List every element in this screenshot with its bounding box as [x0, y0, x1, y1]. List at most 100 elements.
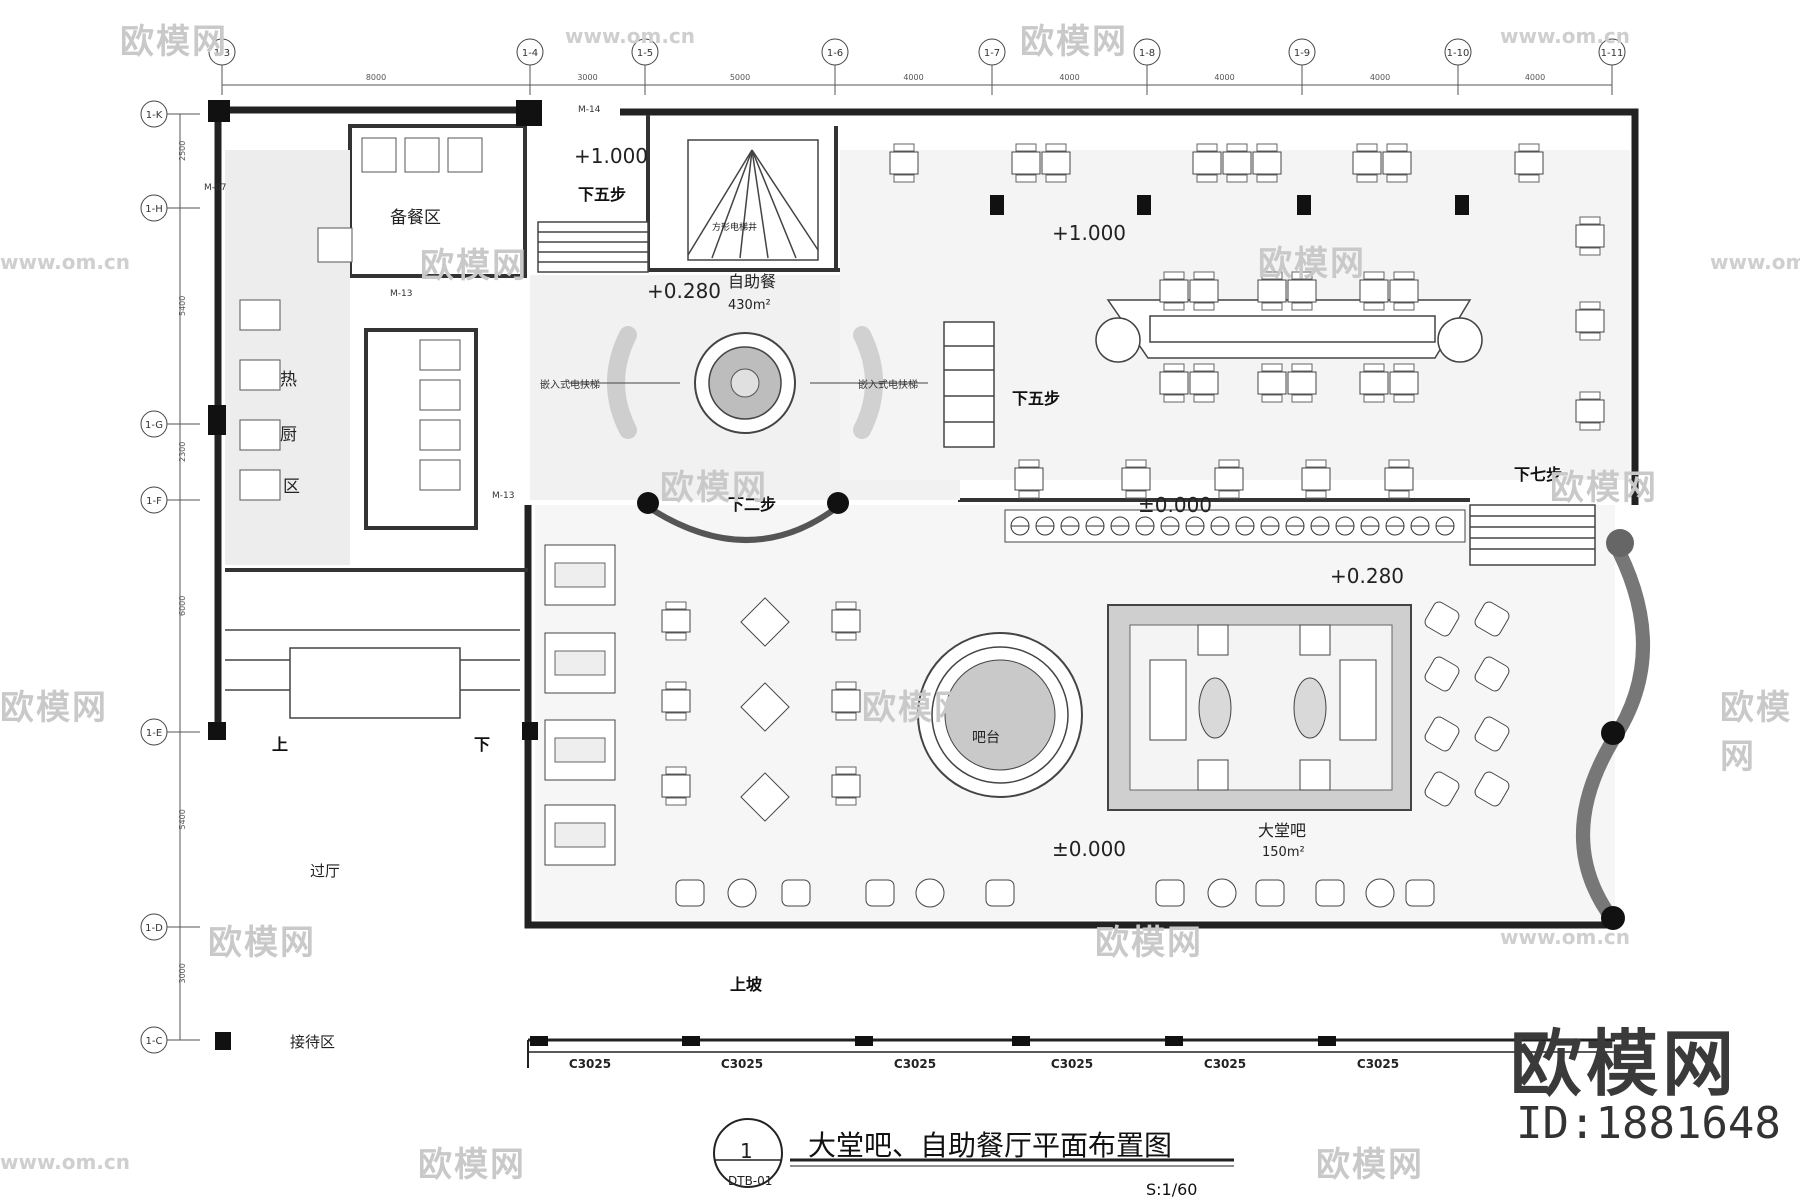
watermark-url: www.om.cn [0, 1150, 131, 1174]
label-bar-counter: 吧台 [972, 730, 1000, 746]
column-round [637, 492, 659, 514]
kitchen-equipment [419, 339, 461, 371]
chair [1163, 394, 1185, 403]
chair [1579, 247, 1601, 256]
chair [1386, 143, 1408, 152]
window-tag: C3025 [721, 1057, 763, 1071]
watermark-url: www.om.cn [1500, 925, 1631, 949]
chair [1393, 271, 1415, 280]
armchair [1155, 879, 1185, 907]
chair [1226, 143, 1248, 152]
armchair [1255, 879, 1285, 907]
dining-table [1257, 279, 1287, 303]
chair [1579, 216, 1601, 225]
chair [1261, 271, 1283, 280]
chair [1193, 302, 1215, 311]
watermark-logo: 欧模网 [418, 1145, 526, 1185]
watermark-url: www.om.cn [1710, 250, 1800, 274]
dining-table [1384, 467, 1414, 491]
dimension-text: 2300 [178, 442, 187, 462]
equipment-labels: 嵌入式电扶梯 嵌入式电扶梯 [540, 378, 918, 391]
label-kitchen-2: 厨 [280, 425, 297, 445]
door-m14: M-14 [578, 105, 601, 115]
watermark-logo: 欧模网 [1550, 468, 1658, 508]
window-mullion [530, 1036, 548, 1046]
dimension-text: 4000 [1525, 73, 1545, 82]
chair [1193, 363, 1215, 372]
step-down-five-left: 下五步 [578, 185, 626, 204]
grid-label: 1-7 [984, 48, 1000, 59]
label-reception: 接待区 [290, 1033, 335, 1051]
armchair [1299, 624, 1331, 656]
armchair [1197, 759, 1229, 791]
chair [1163, 363, 1185, 372]
kitchen-equipment [419, 419, 461, 451]
window-mullion [682, 1036, 700, 1046]
chair [1363, 302, 1385, 311]
dining-table [1011, 151, 1041, 175]
watermark-logo: 欧模网 [1258, 244, 1366, 284]
diamond-table [740, 772, 790, 822]
sheet-number: 1 [740, 1139, 753, 1163]
window-mullion [855, 1036, 873, 1046]
round-table [1365, 878, 1395, 908]
chair [835, 712, 857, 721]
chair [893, 174, 915, 183]
window-mullion [1012, 1036, 1030, 1046]
watermark-logo: 欧模网 [1020, 22, 1128, 62]
prep-equipment [317, 227, 353, 263]
dining-table [1222, 151, 1252, 175]
chair [1261, 302, 1283, 311]
dining-table [1352, 151, 1382, 175]
chair [1393, 302, 1415, 311]
door-m13: M-13 [390, 289, 412, 299]
armchair [675, 879, 705, 907]
chair [665, 632, 687, 641]
window-tag: C3025 [569, 1057, 611, 1071]
column-round [1601, 721, 1625, 745]
grid-label: 1-C [146, 1036, 163, 1047]
dimension-text: 3000 [178, 963, 187, 983]
round-table [915, 878, 945, 908]
dining-table [1121, 467, 1151, 491]
buffet-center-island [568, 326, 928, 439]
chair [1386, 174, 1408, 183]
dimension-text: 4000 [1059, 73, 1079, 82]
chair [1045, 174, 1067, 183]
diamond-table [740, 597, 790, 647]
grid-label: 1-H [145, 204, 163, 215]
grid-label: 1-E [146, 728, 162, 739]
dining-table [1192, 151, 1222, 175]
chair [835, 766, 857, 775]
dining-table [661, 689, 691, 713]
dining-table [1189, 279, 1219, 303]
kitchen-equipment [239, 299, 281, 331]
dining-table [1575, 224, 1605, 248]
planter-strip [1004, 509, 1466, 543]
kitchen-equipment [419, 459, 461, 491]
armchair [1405, 879, 1435, 907]
chair [1388, 459, 1410, 468]
label-prep: 备餐区 [390, 208, 441, 228]
chair [1193, 394, 1215, 403]
lounge-chair [1424, 716, 1460, 752]
prep-equipment [361, 137, 397, 173]
dining-table [1301, 467, 1331, 491]
window-mullion [1165, 1036, 1183, 1046]
chair [1256, 143, 1278, 152]
dimension-text: 4000 [1370, 73, 1390, 82]
dining-table [1389, 371, 1419, 395]
chair [665, 681, 687, 690]
label-lobby-bar-area: 150m² [1262, 845, 1305, 860]
sheet-code: DTB-01 [728, 1174, 772, 1188]
armchair [1197, 624, 1229, 656]
booth-table [554, 562, 606, 588]
dining-table [1575, 309, 1605, 333]
step-labels: 下五步 下五步 下二步 下七步 上坡 上 下 [272, 185, 1562, 994]
chair [1291, 394, 1313, 403]
dining-table [831, 774, 861, 798]
chair [835, 797, 857, 806]
drawing-scale: S:1/60 [1146, 1180, 1197, 1199]
dimension-text: 2500 [178, 141, 187, 161]
dining-table [1389, 279, 1419, 303]
